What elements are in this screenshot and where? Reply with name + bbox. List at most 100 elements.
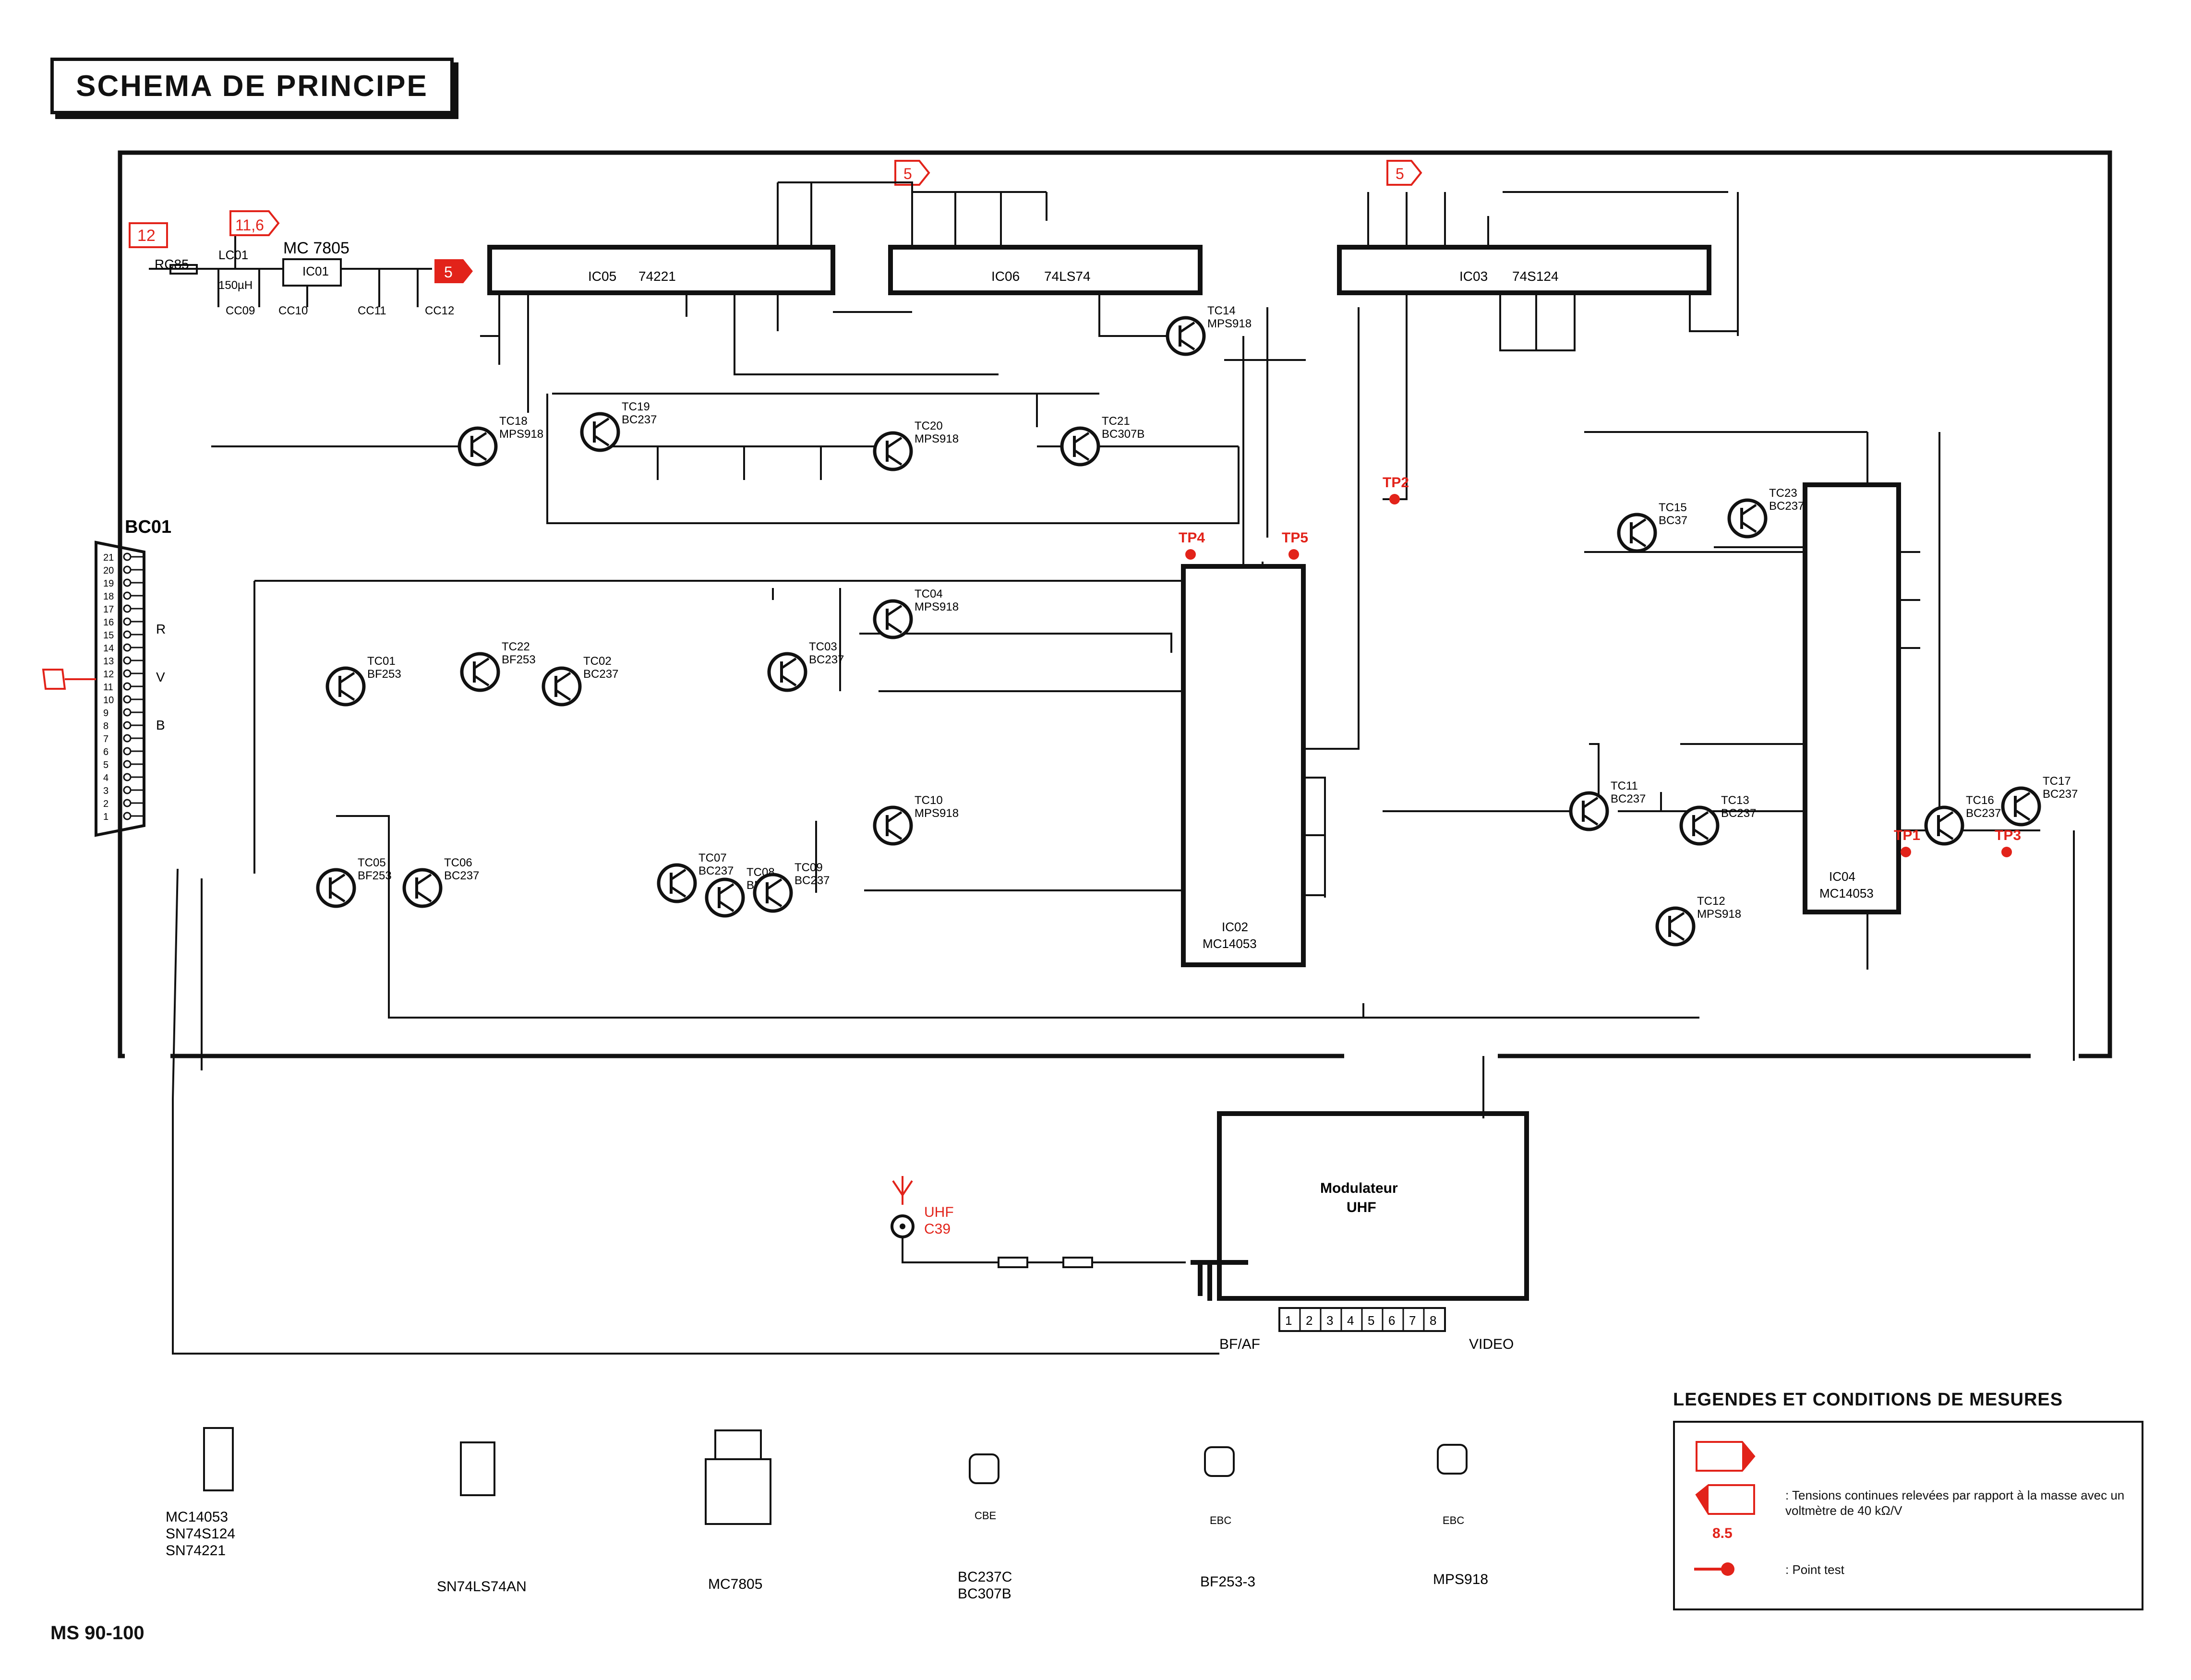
svg-text:BF253-3: BF253-3 [1200,1574,1255,1590]
transistor-type: MPS918 [915,807,959,820]
transistor-type: BF253 [358,869,392,882]
scart-input-symbol [42,669,96,690]
scart-pin [123,656,132,665]
transistor-ref: TC03 [809,640,837,653]
transistor-ref: TC11 [1611,780,1638,792]
scart-pin-label: 1 [103,812,108,822]
svg-text:74221: 74221 [638,269,676,284]
scart-pin [123,773,132,781]
transistor-ref: TC04 [915,588,943,600]
supply-flag-11-6: 11,6 [229,210,280,236]
scart-pin [123,617,132,626]
transistor-ref: TC05 [358,856,386,869]
transistor-ref: TC22 [502,640,530,653]
svg-text:74LS74: 74LS74 [1044,269,1091,284]
transistor-ref: TC16 [1966,794,1994,807]
test-point-tp4: TP4 [1179,530,1205,560]
svg-text:SN74S124: SN74S124 [166,1526,235,1542]
svg-text:IC04: IC04 [1829,869,1855,884]
scart-pin-label: 16 [103,617,114,628]
ic03-box: IC03 74S124 [1337,245,1711,295]
transistor-ref: TC18 [499,415,528,428]
transistor-type: BC237 [809,653,844,666]
svg-text:5: 5 [903,165,912,182]
transistor-ref: TC01 [367,655,396,668]
test-point-label: TP3 [1995,828,2021,843]
transistor-tc08: TC08BF253 [705,866,781,918]
package-outlines: MC14053 SN74S124 SN74221 SN74LS74AN MC78… [166,1427,1488,1602]
ic06-box: IC06 74LS74 [888,245,1203,295]
svg-text:SN74LS74AN: SN74LS74AN [437,1579,527,1595]
modulator-pin: 6 [1388,1313,1395,1328]
legend-symbols [1694,1441,1756,1576]
svg-text:CC10: CC10 [278,304,308,317]
svg-text:150µH: 150µH [218,279,253,292]
board-frame [118,150,2112,1058]
modulator-pin: 4 [1347,1313,1354,1328]
svg-text:VIDEO: VIDEO [1469,1336,1514,1352]
document-reference: MS 90-100 [50,1622,144,1644]
scart-pin-label: 2 [103,799,108,809]
test-point-tp2: TP2 [1383,475,1409,504]
to92-package-bc237: CBE BC237C BC307B [958,1453,1012,1602]
test-point-tp5: TP5 [1282,530,1308,560]
to92-package-bf253: EBC BF253-3 [1200,1446,1255,1590]
transistor-type: BC37 [1659,514,1687,527]
svg-text:IC06: IC06 [991,269,1020,284]
to92-package-mps918: EBC MPS918 [1433,1444,1488,1587]
svg-text:12: 12 [137,227,156,245]
scart-pin [123,708,132,717]
svg-text:C39: C39 [924,1221,951,1237]
svg-text:BC237C: BC237C [958,1569,1012,1585]
svg-text:BC01: BC01 [125,517,171,537]
scart-pin [123,630,132,639]
scart-pin-label: 3 [103,786,108,796]
svg-text:IC02: IC02 [1222,920,1248,934]
scart-pin-label: 13 [103,656,114,667]
svg-text:V: V [156,670,165,684]
transistor-ref: TC21 [1102,415,1130,428]
svg-text:5: 5 [1396,165,1404,182]
transistor-ref: TC10 [915,794,943,807]
test-point-label: TP4 [1179,530,1205,546]
svg-text:74S124: 74S124 [1512,269,1559,284]
scart-pin [123,734,132,743]
scart-pin-label: 7 [103,734,108,744]
page-title: SCHEMA DE PRINCIPE [50,58,454,114]
scart-pin [123,669,132,678]
supply-flag-5-b: 5 [894,160,930,186]
legend-box: 8.5 : Tensions continues relevées par ra… [1673,1421,2143,1610]
scart-pin-label: 11 [103,682,113,693]
scart-pin [123,721,132,730]
scart-pin [123,760,132,768]
svg-text:MC7805: MC7805 [708,1576,762,1592]
svg-text:UHF: UHF [1347,1200,1376,1215]
scart-pin [123,643,132,652]
scart-pin [123,682,132,691]
transistor-ref: TC09 [795,861,823,874]
test-point-tp3: TP3 [1995,828,2021,857]
transistor-type: BC237 [444,869,479,882]
scart-pin-label: 21 [103,552,114,563]
svg-text:EBC: EBC [1210,1514,1231,1526]
transistor-type: MPS918 [499,428,543,441]
modulator-pin: 8 [1430,1313,1436,1328]
scart-pin [123,591,132,600]
scart-pin [123,799,132,807]
scart-pin [123,812,132,820]
